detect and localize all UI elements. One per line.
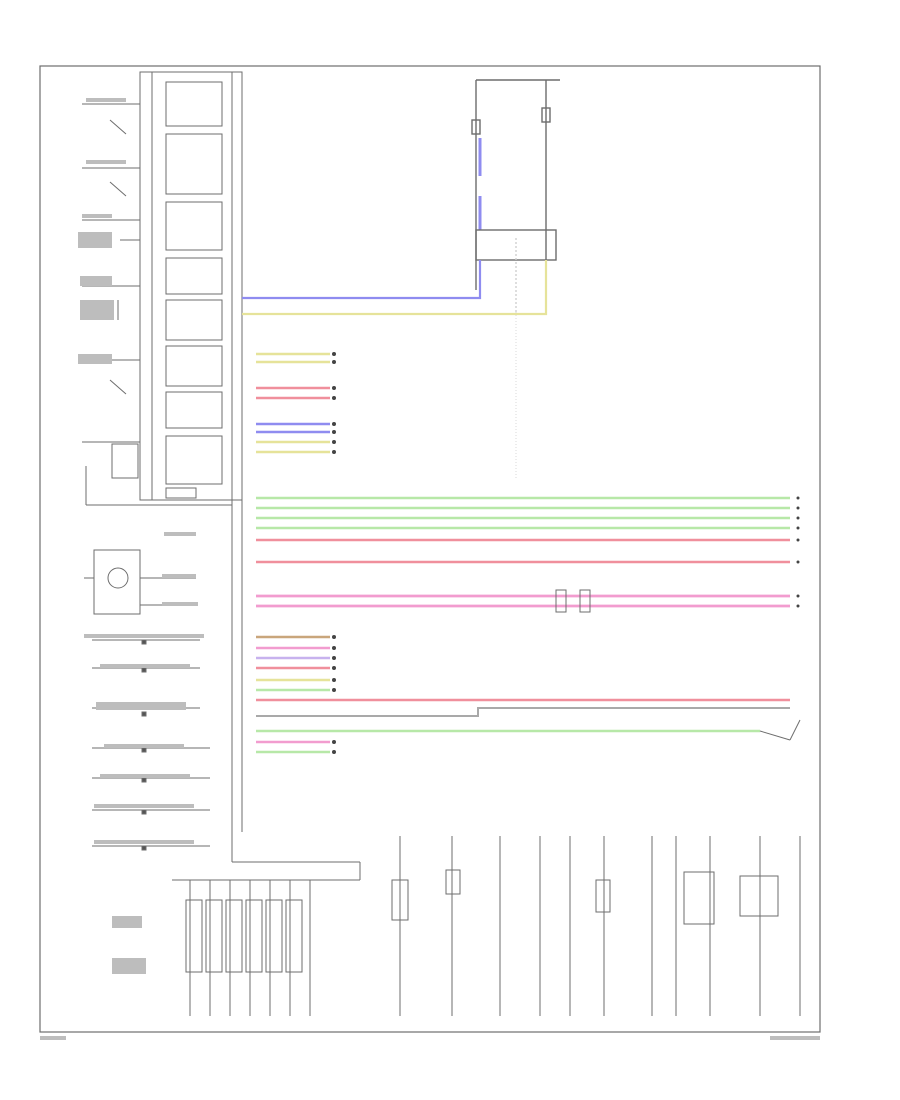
gray-line: [256, 707, 790, 717]
bottom-components: [185, 836, 801, 1016]
instrument-module: [139, 71, 361, 881]
lower-stub-wires: [256, 635, 330, 754]
stub-wires: [256, 352, 330, 454]
module-feed-wires: [242, 260, 548, 480]
green-bus: [256, 496, 790, 530]
diagram-frame: [39, 65, 821, 1033]
unreadable-labels: [40, 98, 820, 1040]
power-supply-circuit: [471, 79, 560, 312]
inline-connector: [555, 589, 591, 613]
switch-icon: [759, 719, 801, 741]
connector-dots: [332, 352, 800, 754]
pink-bus: [256, 594, 790, 608]
